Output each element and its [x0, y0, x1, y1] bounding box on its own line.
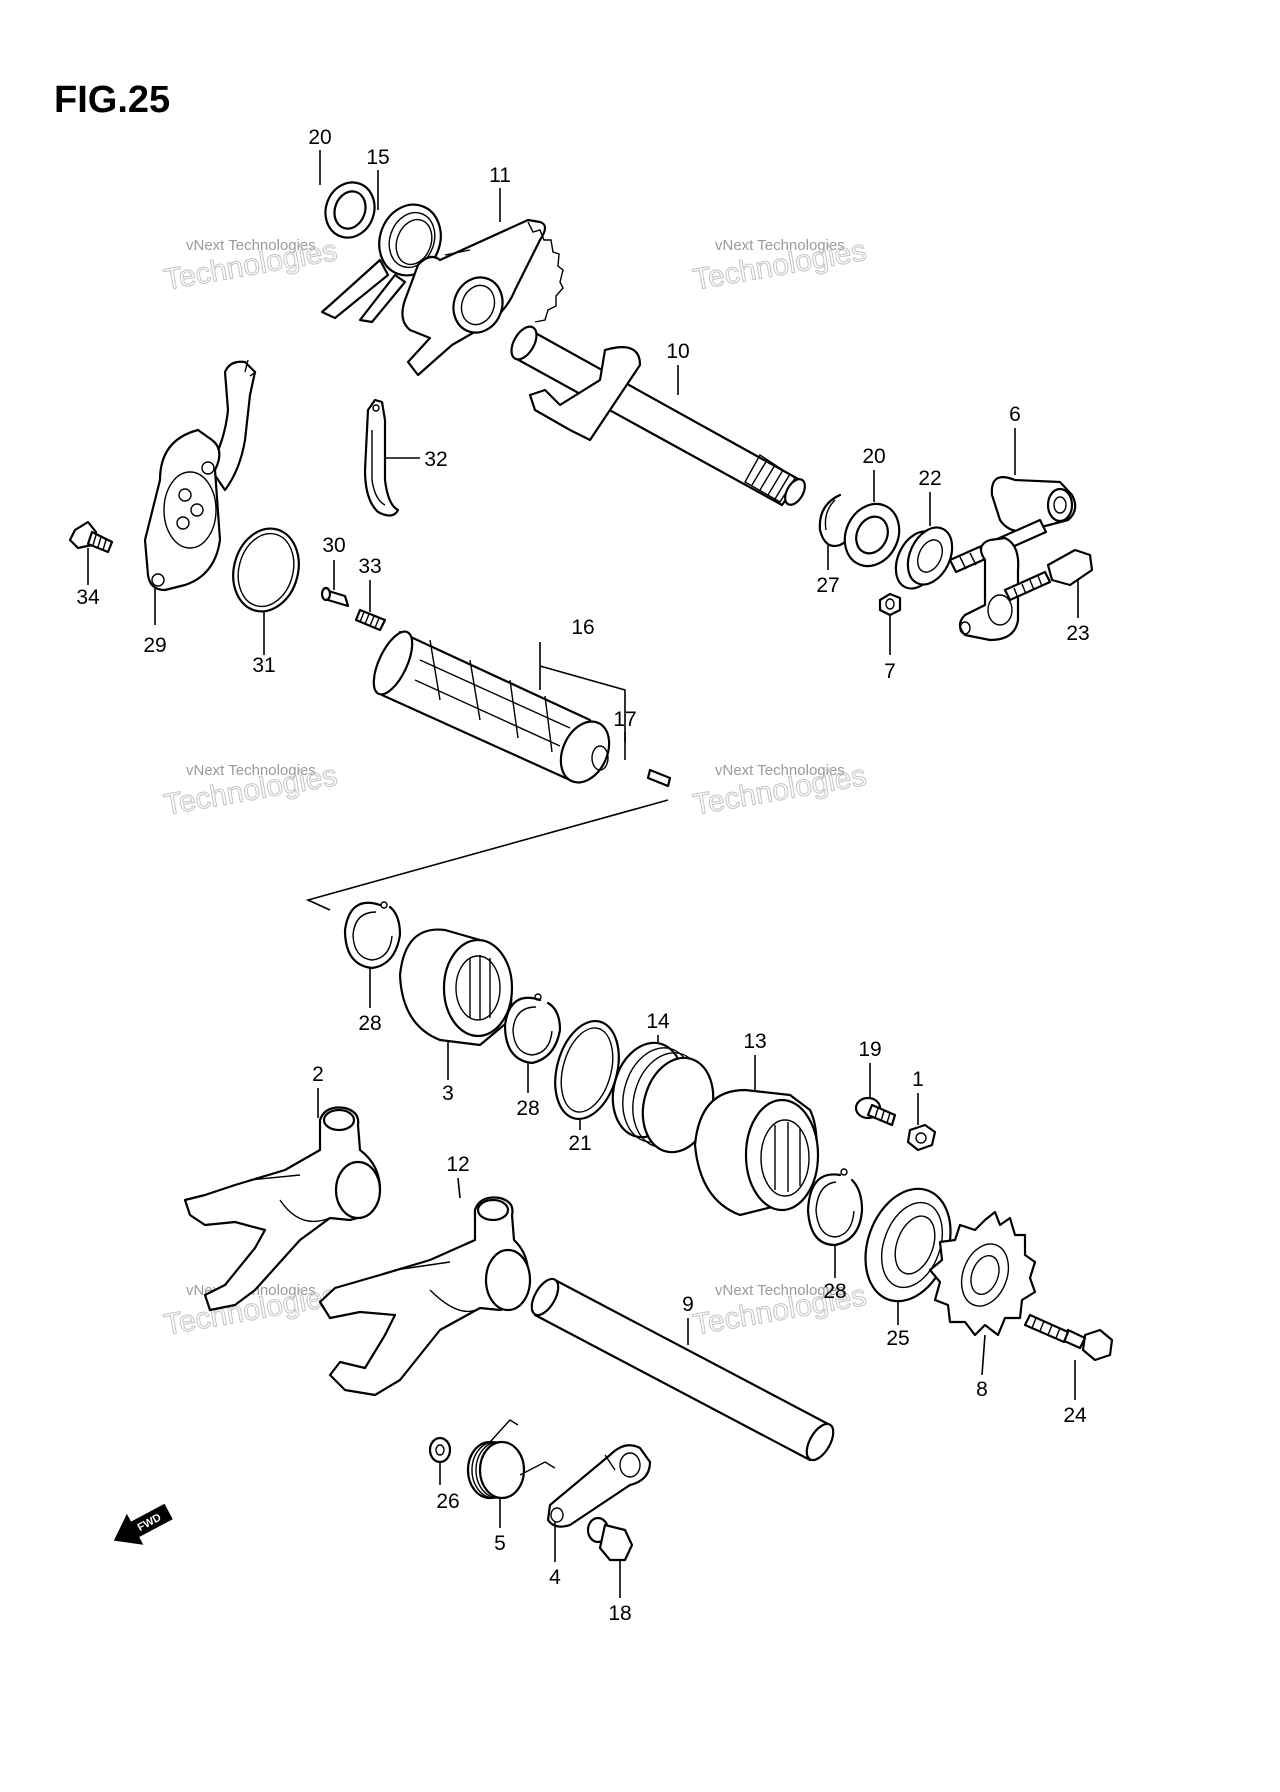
assembly-connector-line [305, 799, 669, 911]
callout-28: 28 [358, 1012, 381, 1035]
part-arm-6 [948, 476, 1077, 642]
part-stopper-arm-4 [546, 1444, 652, 1528]
part-cam-13 [693, 1088, 820, 1217]
part-screw-19 [854, 1096, 897, 1127]
callout-30: 30 [322, 534, 345, 557]
part-shaft-9 [530, 1277, 835, 1462]
callout-26: 26 [436, 1490, 459, 1513]
part-circlip-28-right [806, 1168, 864, 1247]
part-shift-drum-16 [372, 630, 611, 784]
callout-3: 3 [442, 1082, 454, 1105]
callout-15: 15 [366, 146, 389, 169]
callout-21: 21 [568, 1132, 591, 1155]
callout-28: 28 [516, 1097, 539, 1120]
part-pin-17 [646, 768, 672, 788]
part-leaf-32 [363, 398, 400, 517]
callout-10: 10 [666, 340, 689, 363]
figure-title: FIG.25 [54, 79, 170, 121]
part-star-gear-8 [928, 1210, 1037, 1337]
fwd-arrow: FWD [113, 1503, 173, 1545]
callout-13: 13 [743, 1030, 766, 1053]
watermark-line1: vNext Technologies [715, 1282, 845, 1299]
bracket-line [539, 642, 626, 742]
leader-lines [87, 150, 1079, 1598]
part-shift-arm-11 [401, 218, 564, 377]
callout-27: 27 [816, 574, 839, 597]
part-bolt-34 [68, 520, 114, 554]
callout-23: 23 [1066, 622, 1089, 645]
callout-17: 17 [613, 708, 636, 731]
callout-9: 9 [682, 1293, 694, 1316]
watermark-line1: vNext Technologies [715, 237, 845, 254]
part-circlip-28-left [343, 901, 402, 970]
callout-5: 5 [494, 1532, 506, 1555]
callout-25: 25 [886, 1327, 909, 1350]
callout-20: 20 [308, 126, 331, 149]
part-cam-3 [398, 928, 514, 1047]
callout-numbers: 20 15 11 10 32 6 20 22 27 34 29 31 30 33… [76, 126, 1089, 1625]
callout-1: 1 [912, 1068, 924, 1091]
part-spring-5 [466, 1419, 556, 1500]
part-oring-31 [232, 527, 300, 613]
watermark-line1: vNext Technologies [186, 762, 316, 779]
watermark-line1: vNext Technologies [715, 762, 845, 779]
callout-20: 20 [862, 445, 885, 468]
callout-28: 28 [823, 1280, 846, 1303]
part-washer-26 [428, 1436, 452, 1464]
callout-31: 31 [252, 654, 275, 677]
callout-29: 29 [143, 634, 166, 657]
part-spring-33 [354, 608, 387, 632]
part-cover-29 [143, 359, 257, 592]
part-shift-shaft-10 [510, 325, 806, 507]
callout-4: 4 [549, 1566, 561, 1589]
part-nut-7 [878, 592, 902, 617]
callout-18: 18 [608, 1602, 631, 1625]
callout-7: 7 [884, 660, 896, 683]
part-oilseal-22 [894, 526, 954, 590]
part-shift-fork-12 [318, 1196, 532, 1397]
callout-24: 24 [1063, 1404, 1087, 1427]
callout-34: 34 [76, 586, 100, 609]
callout-6: 6 [1009, 403, 1021, 426]
part-bolt-24 [1023, 1313, 1114, 1362]
callout-12: 12 [446, 1153, 469, 1176]
callout-19: 19 [858, 1038, 881, 1061]
part-shift-fork-2 [183, 1106, 382, 1312]
watermark-line1: vNext Technologies [186, 237, 316, 254]
part-pin-30 [320, 586, 350, 608]
callout-22: 22 [918, 467, 941, 490]
part-washer-20-top [324, 181, 376, 239]
part-bearing-25 [864, 1187, 952, 1303]
part-circlip-28-mid [503, 993, 562, 1065]
callout-32: 32 [424, 448, 447, 471]
callout-16: 16 [571, 616, 594, 639]
fwd-arrow-icon [113, 1503, 173, 1545]
callout-8: 8 [976, 1378, 988, 1401]
callout-11: 11 [489, 164, 511, 187]
part-bolt-23 [1003, 548, 1094, 602]
callout-33: 33 [358, 555, 381, 578]
part-washer-21 [554, 1019, 620, 1121]
part-washer-20-mid [843, 502, 901, 568]
callout-2: 2 [312, 1063, 324, 1086]
part-bolt-18 [586, 1516, 634, 1562]
callout-14: 14 [646, 1010, 670, 1033]
part-nut-1 [906, 1123, 937, 1152]
